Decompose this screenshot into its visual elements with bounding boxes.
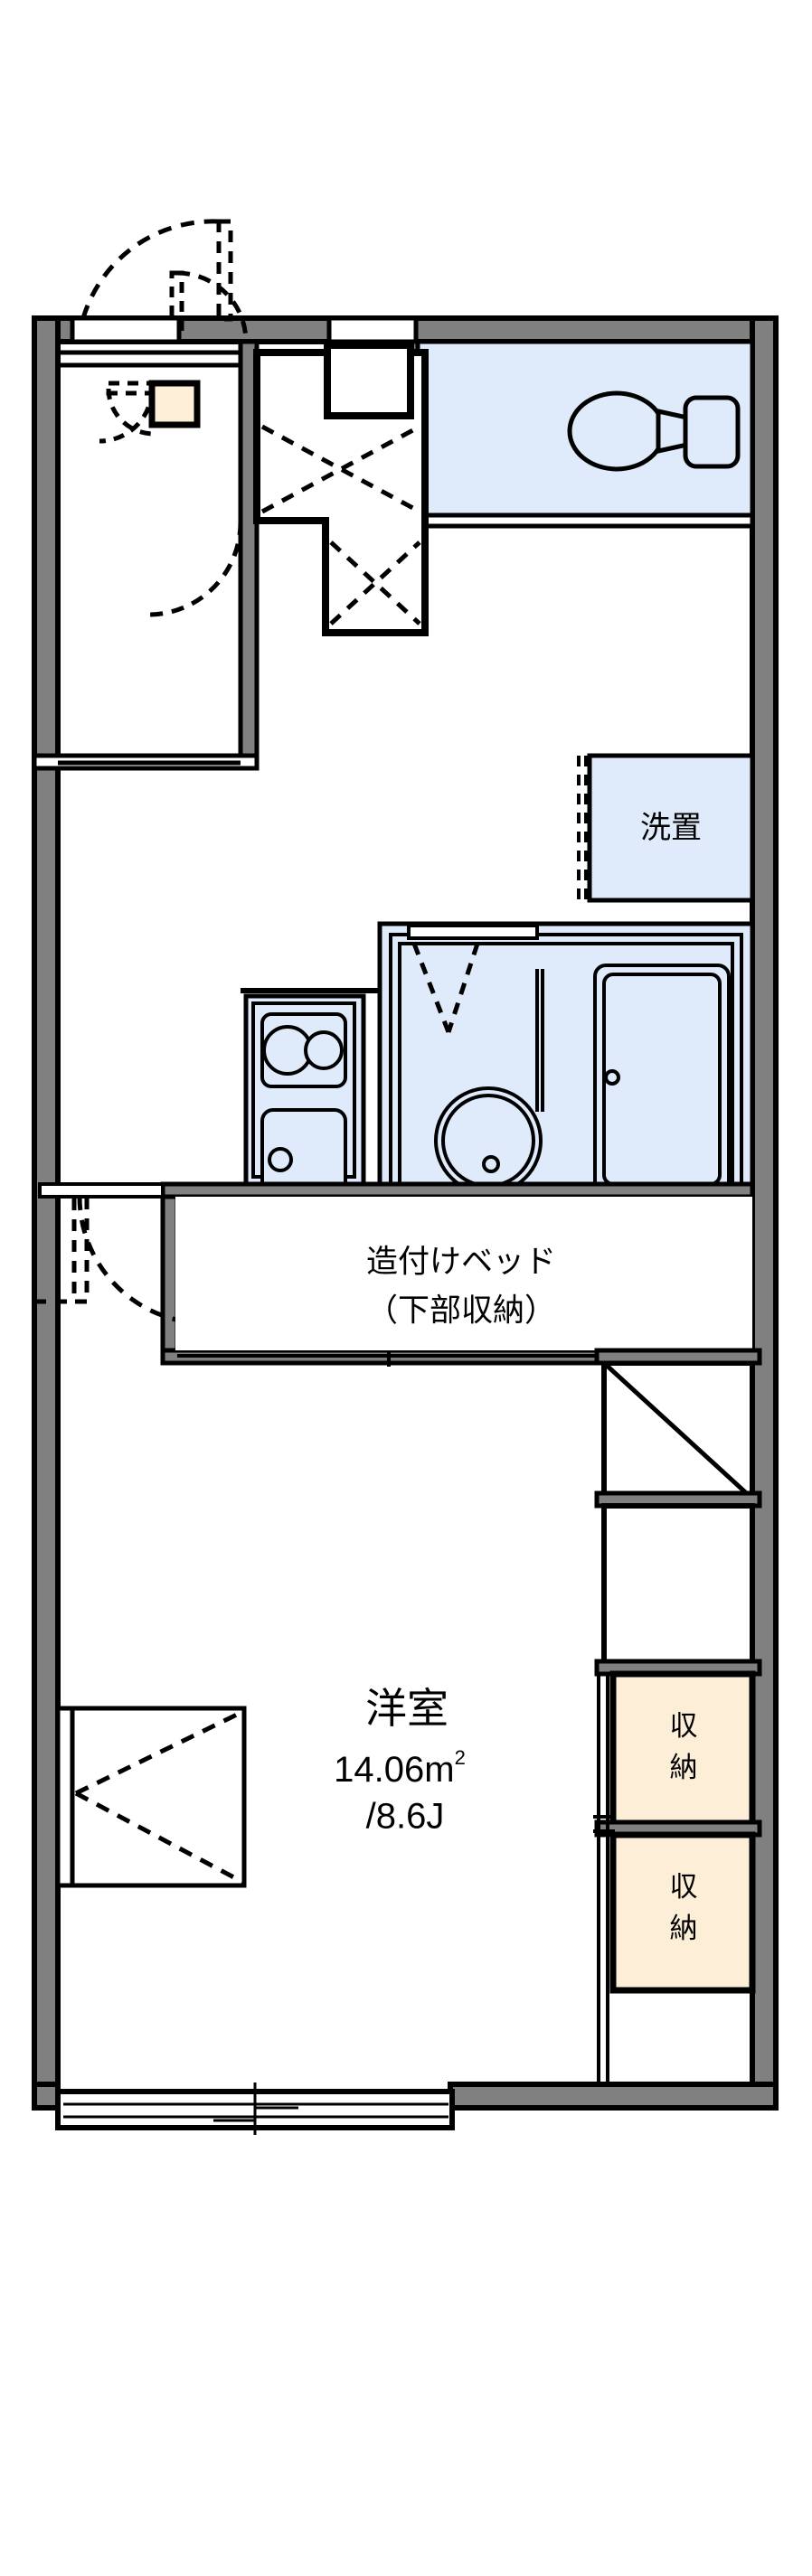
main-room-name: 洋室 — [365, 1685, 448, 1732]
storage-upper-label-line2: 納 — [670, 1752, 698, 1783]
laundry-floor — [587, 753, 755, 903]
bed-front-rail — [177, 1350, 595, 1367]
laundry-label: 洗置 — [640, 811, 702, 845]
storage-lower — [609, 1831, 756, 1994]
right-recess — [594, 1503, 762, 1677]
main-room-area: 14.06m2 — [334, 1746, 466, 1790]
side-window — [55, 1706, 247, 1888]
storage-lower-label-line1: 収 — [670, 1871, 698, 1903]
toilet-door-opening — [326, 315, 419, 344]
genkan-area — [253, 342, 429, 636]
toilet-icon — [567, 390, 741, 472]
kitchen-fixtures — [251, 1001, 356, 1202]
laundry-door — [577, 756, 588, 900]
unit-bath-door-swing — [411, 943, 480, 1033]
main-room-door-opening — [38, 1182, 165, 1199]
alcove-diagonal — [602, 1361, 754, 1500]
hall-door — [147, 522, 243, 617]
front-door — [80, 219, 233, 322]
main-room-area-japanese: /8.6J — [366, 1797, 445, 1837]
unit-bath-threshold — [407, 924, 539, 940]
front-door-opening — [70, 315, 182, 344]
genkan-step-box — [148, 380, 201, 428]
outer-walls — [32, 315, 779, 2111]
side-window-swing-marks — [74, 1709, 244, 1885]
built-in-bed-label-line1: 造付けベッド — [366, 1244, 556, 1279]
built-in-bed-area — [175, 1197, 752, 1350]
shoe-box — [324, 342, 414, 419]
genkan-tataki-marks — [260, 424, 421, 625]
balcony-sliding-window — [55, 2082, 455, 2135]
corridor-detail-lines — [58, 350, 241, 766]
built-in-bed-label-line2: （下部収納） — [366, 1293, 556, 1328]
storage-lower-label-line2: 納 — [670, 1913, 698, 1944]
storage-upper-label-line1: 収 — [670, 1710, 698, 1742]
right-alcove — [594, 1348, 762, 1509]
storage-door-rails — [593, 1674, 615, 2084]
interior-walls — [32, 339, 755, 1366]
unit-bath-fixtures — [389, 933, 743, 1195]
